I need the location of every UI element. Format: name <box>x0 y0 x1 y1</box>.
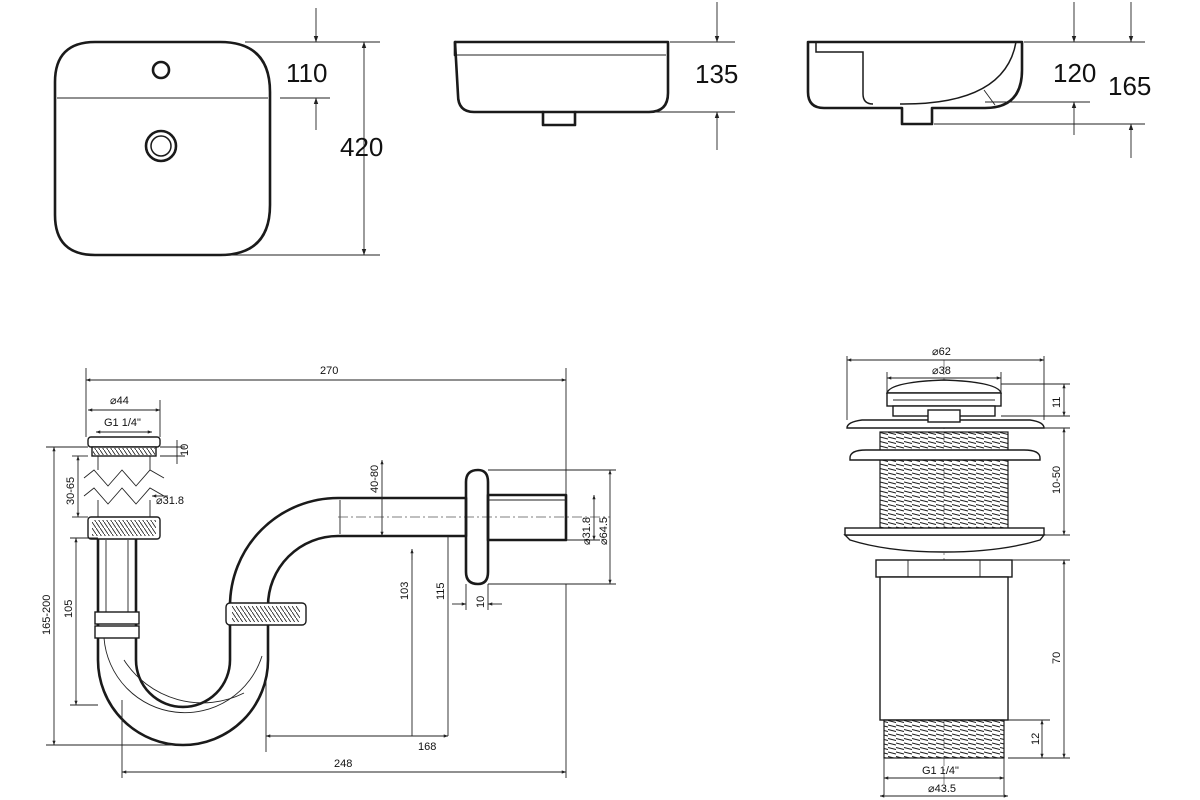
front-drain <box>541 110 577 127</box>
dim-12: 12 <box>1030 733 1042 745</box>
dim-38: ⌀38 <box>932 365 951 377</box>
valve-cap <box>886 379 1002 394</box>
valve-threaded-body <box>879 431 1009 531</box>
basin-front-view: 135 <box>453 2 738 150</box>
faucet-hole <box>151 60 171 80</box>
dim-248: 248 <box>334 758 352 770</box>
dim-70: 70 <box>1051 652 1063 664</box>
side-rim <box>815 42 874 105</box>
dim-43-5: ⌀43.5 <box>928 783 956 795</box>
drain-valve-drawing: ⌀62 ⌀38 11 10-50 70 12 G1 1/4" ⌀43.5 <box>843 346 1070 798</box>
dim-31-8-outlet: ⌀31.8 <box>581 517 593 545</box>
dim-110: 110 <box>286 58 327 88</box>
dim-115: 115 <box>435 582 447 600</box>
dim-135: 135 <box>695 59 738 89</box>
dim-10-50: 10-50 <box>1051 466 1063 494</box>
side-bowl <box>899 41 1017 105</box>
dim-165: 165 <box>1108 71 1151 101</box>
valve-body <box>879 576 1009 721</box>
dim-31-8-pipe: ⌀31.8 <box>156 495 184 507</box>
siphon-drawing: 270 ⌀44 G1 1/4" 10 ⌀31.8 30-65 165-200 1… <box>41 365 616 778</box>
basin-side-view: 120 165 <box>806 2 1151 158</box>
dim-105: 105 <box>63 600 75 618</box>
basin-outline <box>53 40 272 257</box>
dim-30-65: 30-65 <box>65 477 77 505</box>
drain-outer <box>144 129 178 163</box>
wall-rosette <box>464 468 490 586</box>
side-outline <box>806 40 1024 126</box>
dim-103: 103 <box>399 582 411 600</box>
dim-420: 420 <box>340 132 383 162</box>
dim-g114-bottom: G1 1/4" <box>922 765 959 777</box>
dim-40-80: 40-80 <box>369 465 381 493</box>
dim-64-5: ⌀64.5 <box>598 517 610 545</box>
dim-62: ⌀62 <box>932 346 951 358</box>
dim-10-top: 10 <box>179 444 191 456</box>
basin-top-view: 110 420 <box>53 8 383 257</box>
dim-44: ⌀44 <box>110 395 129 407</box>
front-outline <box>453 40 670 114</box>
dim-11: 11 <box>1051 397 1063 408</box>
dim-270: 270 <box>320 365 338 377</box>
dim-165-200: 165-200 <box>41 595 53 635</box>
dim-10-rosette: 10 <box>475 596 487 608</box>
dim-120: 120 <box>1053 58 1096 88</box>
dim-g114: G1 1/4" <box>104 417 141 429</box>
valve-bottom-thread <box>883 719 1005 759</box>
drain-inner <box>150 135 172 157</box>
dim-168: 168 <box>418 741 436 753</box>
